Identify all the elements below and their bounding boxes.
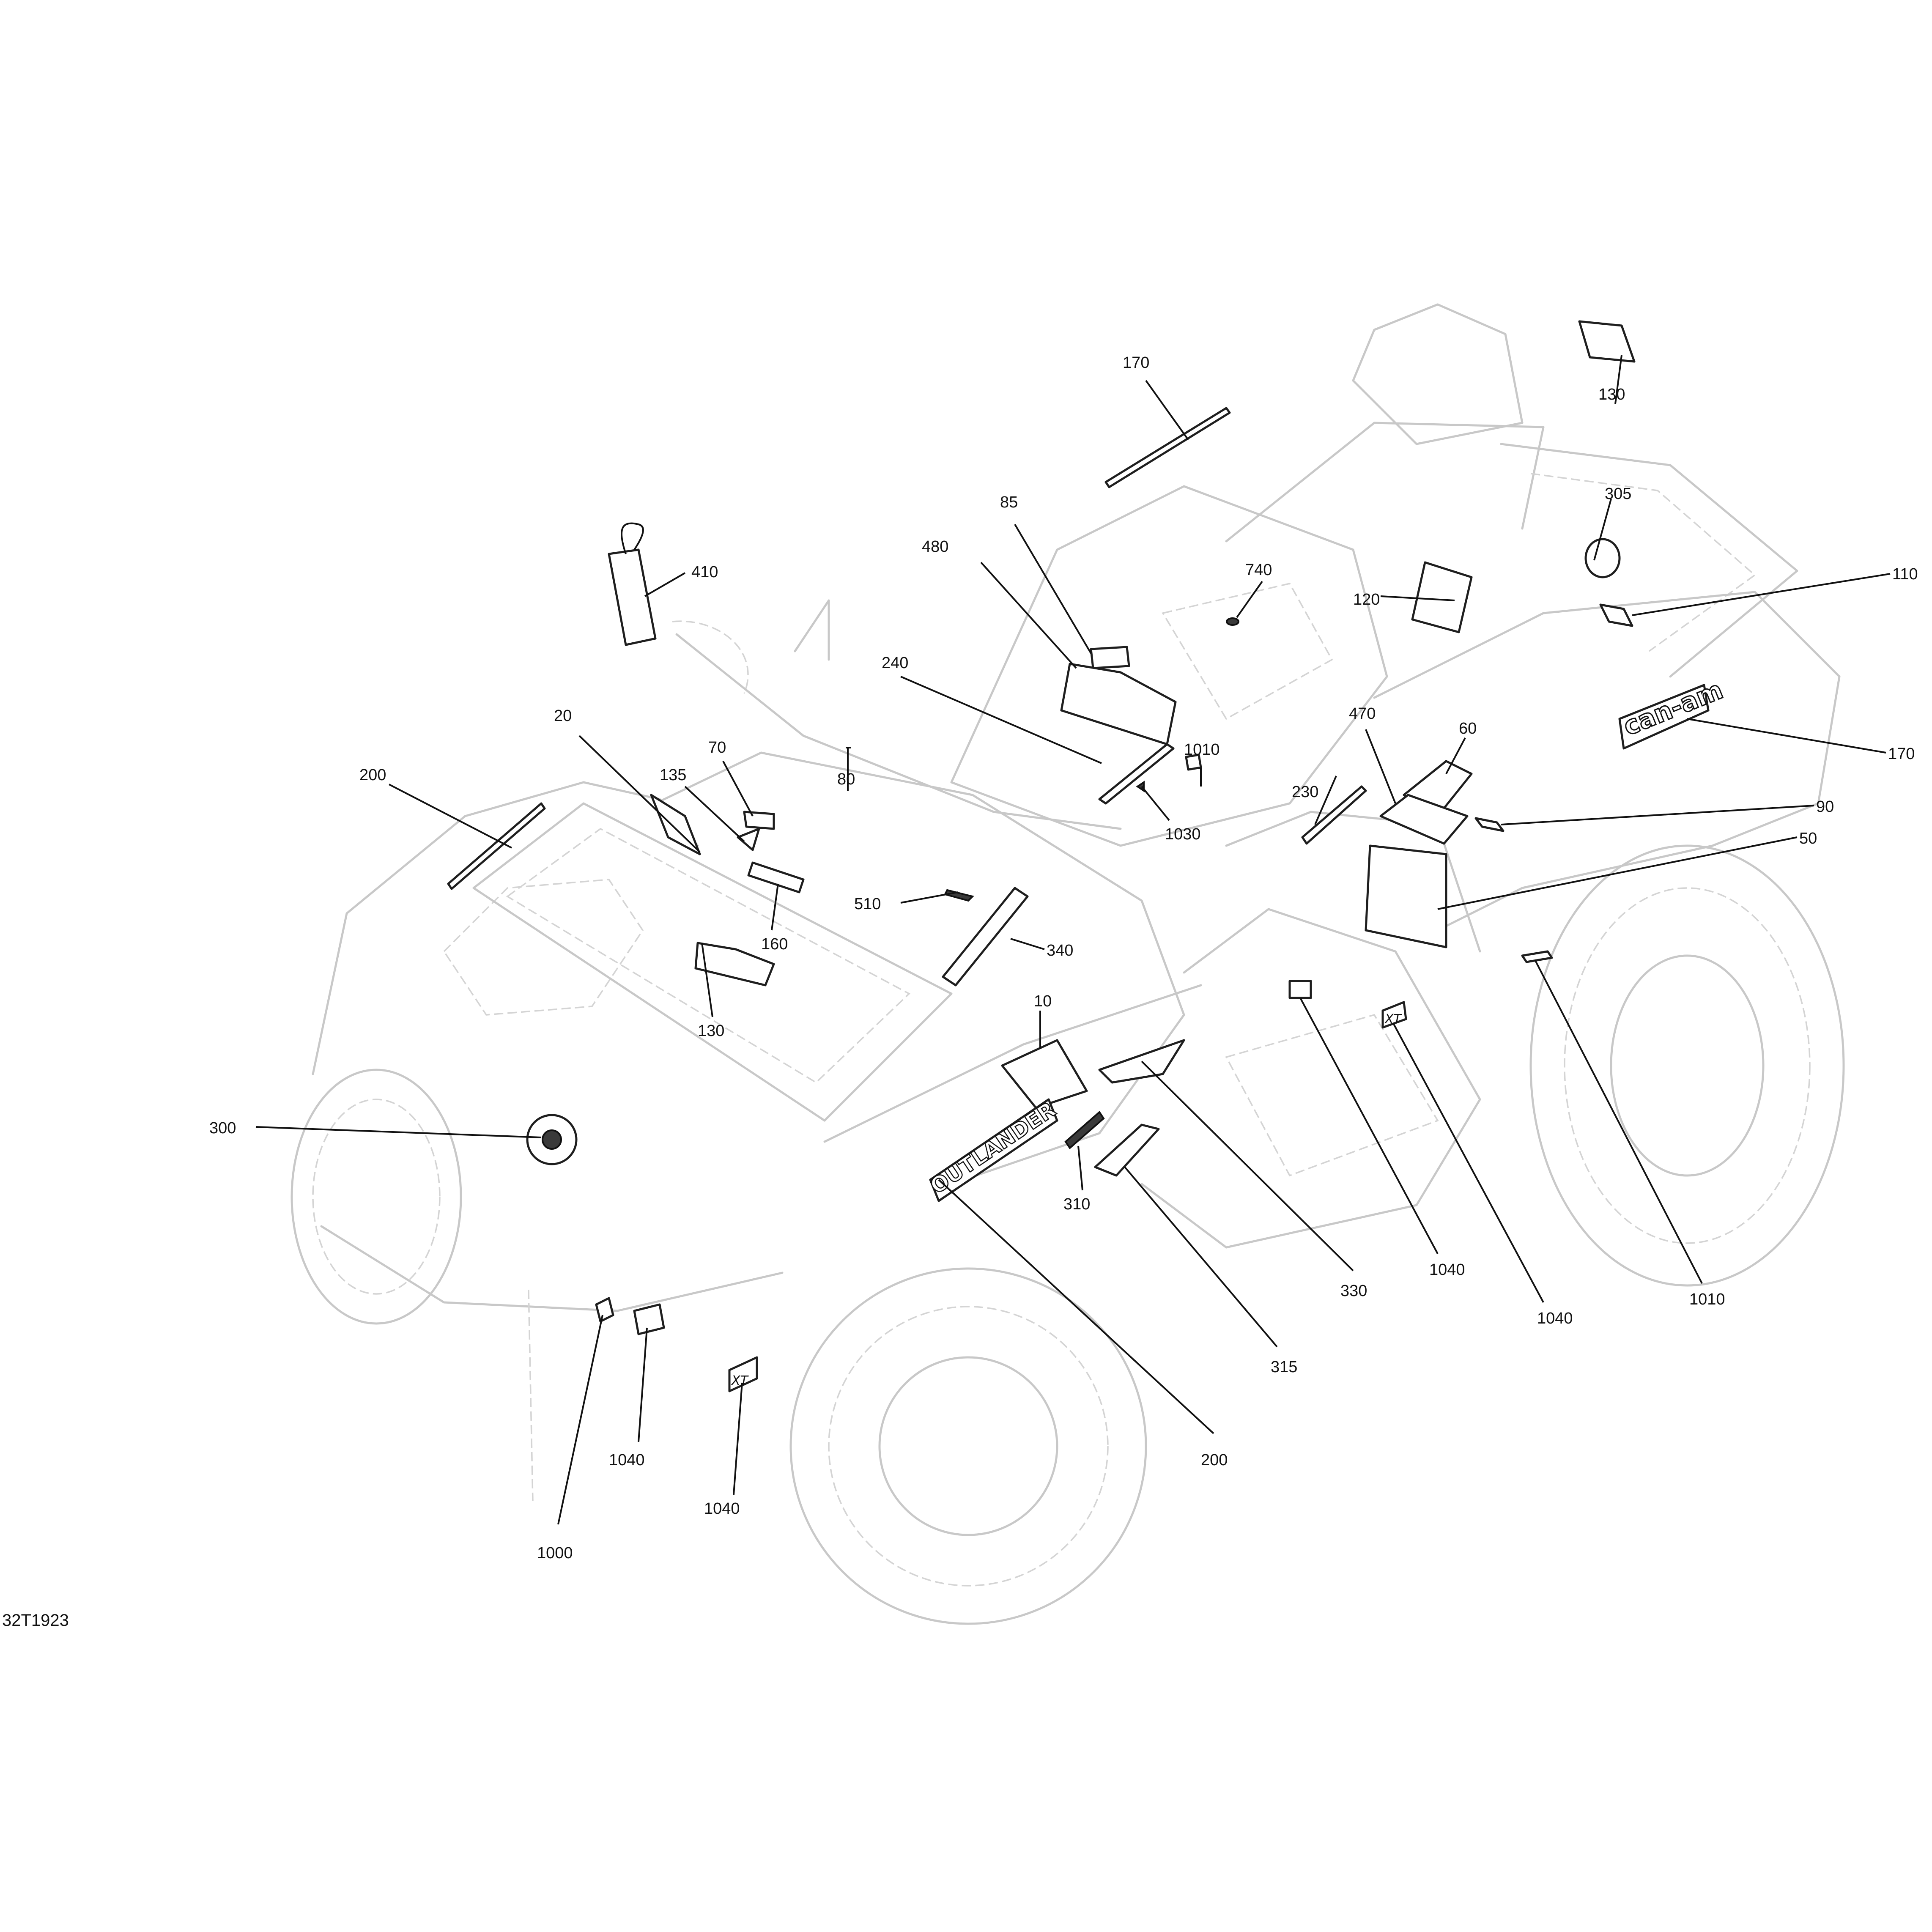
callout-470: 470: [1349, 705, 1376, 723]
callout-305: 305: [1605, 485, 1631, 503]
decal-1010-bottom: [1521, 950, 1553, 963]
callout-510: 510: [854, 895, 881, 913]
decal-1040-b: [1288, 980, 1312, 999]
decal-470: [1379, 794, 1469, 845]
decal-outlander-text: OUTLANDER: [926, 1097, 1060, 1199]
callout-50: 50: [1799, 830, 1817, 847]
decal-50: [1365, 844, 1447, 948]
decal-1000: [595, 1297, 614, 1323]
callout-1040-d: 1040: [704, 1500, 740, 1518]
callout-330: 330: [1340, 1282, 1367, 1300]
decal-480: [1060, 663, 1177, 745]
decal-170-top: [1104, 407, 1231, 488]
decal-xt-front: XT: [731, 1373, 749, 1388]
decal-90: [1474, 817, 1504, 832]
callout-1030: 1030: [1165, 825, 1201, 843]
callout-240: 240: [882, 654, 908, 672]
callout-1010-top: 1010: [1184, 741, 1220, 759]
callout-1040-c: 1040: [609, 1451, 645, 1469]
decal-120: [1411, 561, 1473, 633]
decal-240: [1098, 743, 1175, 805]
callout-170-top: 170: [1123, 354, 1149, 372]
callout-310: 310: [1063, 1195, 1090, 1213]
decal-510: [944, 889, 974, 902]
decal-200-left: [447, 802, 546, 890]
callout-200-left: 200: [359, 766, 386, 784]
callout-130-mid: 130: [698, 1022, 724, 1040]
callout-120: 120: [1353, 591, 1380, 608]
decal-170-side: [1618, 684, 1710, 750]
callout-110: 110: [1892, 565, 1918, 583]
decal-305: [1584, 538, 1621, 578]
callout-410: 410: [691, 563, 718, 581]
drawing-reference: 32T1923: [2, 1611, 69, 1630]
decal-340: [942, 887, 1029, 987]
callout-1040-b: 1040: [1537, 1310, 1573, 1327]
decal-1040-c: [728, 1356, 758, 1392]
callout-20: 20: [554, 707, 572, 725]
callout-340: 340: [1047, 942, 1073, 959]
decal-130-mid: [694, 942, 775, 987]
callout-10: 10: [1034, 992, 1052, 1010]
callout-70: 70: [708, 739, 726, 756]
decal-1040-d: [1381, 1001, 1407, 1029]
decal-310: [1064, 1110, 1105, 1150]
callout-60: 60: [1459, 720, 1477, 737]
callout-740: 740: [1245, 561, 1272, 579]
decal-160: [747, 861, 805, 893]
decal-1040-a: [633, 1303, 665, 1335]
callout-135: 135: [660, 766, 686, 784]
callout-200-bottom: 200: [1201, 1451, 1228, 1469]
decal-315: [1094, 1124, 1160, 1177]
callout-300: 300: [209, 1119, 236, 1137]
atv-ghost-outline: [290, 303, 1845, 1625]
callout-480: 480: [922, 538, 948, 556]
callout-1000: 1000: [537, 1544, 573, 1562]
decal-10: [1001, 1039, 1088, 1109]
callout-labels: 170 130 305 110 170 410 85 740 480 120 2…: [209, 354, 1918, 1562]
decal-110: [1599, 603, 1633, 627]
decal-230: [1301, 785, 1367, 845]
callout-80: 80: [837, 770, 855, 788]
decal-85: [1090, 646, 1130, 669]
decal-740: [1226, 617, 1239, 626]
callout-1040-a: 1040: [1429, 1261, 1465, 1279]
decal-200-outlander: [929, 1098, 1058, 1202]
decal-70: [743, 811, 775, 830]
decal-135: [737, 828, 760, 851]
callout-315: 315: [1271, 1358, 1297, 1376]
decal-410: [608, 548, 657, 646]
callout-90: 90: [1816, 798, 1834, 816]
callout-230: 230: [1292, 783, 1318, 801]
decal-130-top: [1578, 320, 1636, 363]
callout-85: 85: [1000, 493, 1018, 511]
leader-lines: [255, 355, 1891, 1525]
callout-130-top: 130: [1598, 386, 1625, 403]
callout-1010-bottom: 1010: [1689, 1291, 1725, 1308]
decal-170-side-text: can-am: [1619, 675, 1727, 742]
decal-1030: [1136, 781, 1145, 792]
callout-160: 160: [761, 935, 788, 953]
callout-170-side: 170: [1888, 745, 1915, 763]
decal-artwork: can-am: [447, 320, 1728, 1392]
